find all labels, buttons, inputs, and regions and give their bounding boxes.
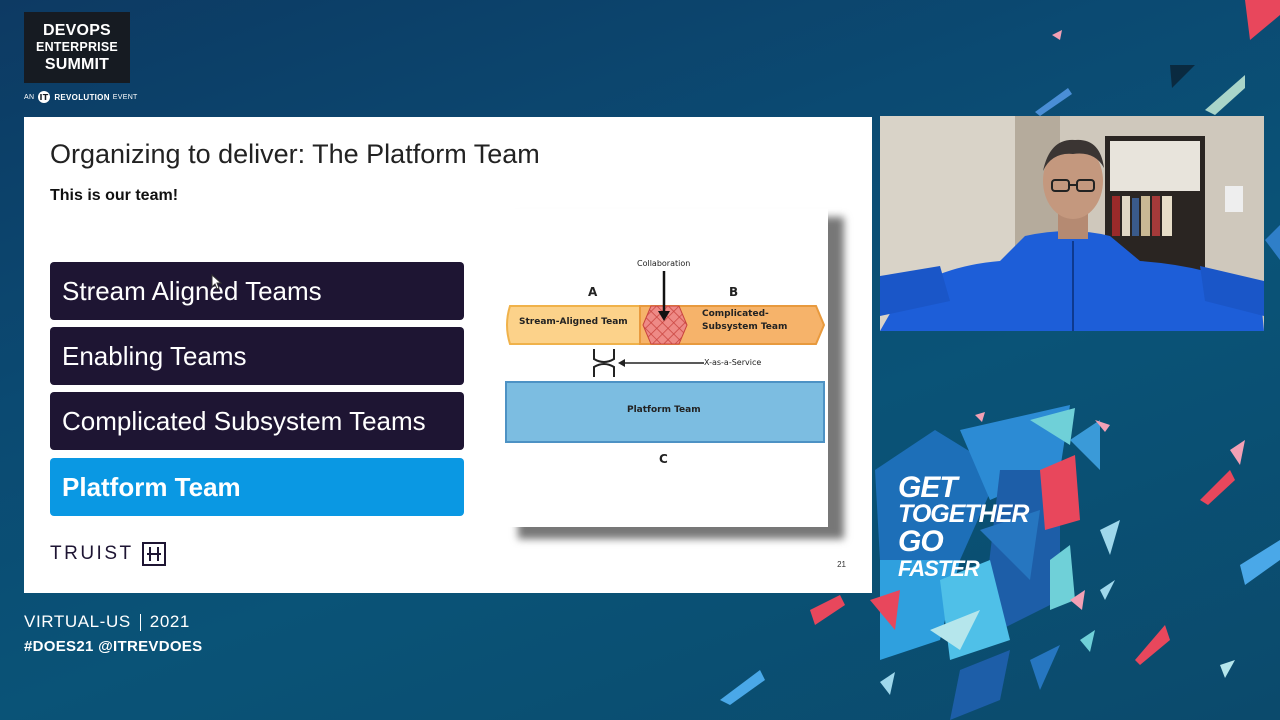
truist-logo: TRUIST (50, 542, 166, 566)
logo-line-2: ENTERPRISE (36, 40, 118, 54)
label-b: B (729, 285, 739, 299)
logo-line-3: SUMMIT (44, 56, 110, 73)
diagram-shapes (505, 271, 826, 443)
team-complicated-subsystem: Complicated Subsystem Teams (50, 392, 464, 450)
complicated-label-1: Complicated- (702, 309, 769, 319)
logo-sub-brand: REVOLUTION (54, 92, 110, 102)
tagline-line-1: GET (898, 471, 958, 504)
slide-subtitle: This is our team! (50, 187, 179, 204)
logo-sub-prefix: AN (24, 93, 35, 101)
truist-wordmark: TRUIST (50, 543, 134, 564)
team-enabling: Enabling Teams (50, 327, 464, 385)
xaas-label: X-as-a-Service (704, 358, 762, 367)
tagline-line-2: TOGETHER (898, 500, 1029, 528)
virtual-label: VIRTUAL-US (24, 612, 131, 631)
tagline: GET TOGETHER GO FASTER (898, 471, 1029, 582)
divider (139, 613, 141, 631)
team-stream-aligned: Stream Aligned Teams (50, 262, 464, 320)
event-logo: DEVOPS ENTERPRISE SUMMIT (24, 12, 130, 83)
speaker-webcam (880, 116, 1264, 331)
svg-text:IT: IT (40, 93, 49, 102)
team-topology-diagram: Collaboration A B (504, 209, 828, 527)
logo-subtitle: AN IT REVOLUTION EVENT (24, 90, 138, 104)
webcam-feed (880, 116, 1264, 331)
label-a: A (588, 285, 598, 299)
presentation-slide: Organizing to deliver: The Platform Team… (24, 117, 872, 593)
tagline-line-4: FASTER (898, 556, 980, 581)
hashtags: #DOES21 @ITREVDOES (24, 638, 203, 655)
slide-title: Organizing to deliver: The Platform Team (50, 139, 540, 169)
virtual-location: VIRTUAL-US 2021 (24, 612, 190, 632)
slide-page-number: 21 (837, 560, 846, 569)
stream-aligned-label: Stream-Aligned Team (519, 317, 628, 327)
truist-mark-icon (141, 542, 166, 566)
collaboration-label: Collaboration (637, 259, 691, 268)
year-label: 2021 (149, 612, 190, 631)
platform-label: Platform Team (627, 405, 701, 415)
mouse-cursor-icon (211, 274, 223, 290)
revolution-icon: IT (38, 91, 51, 103)
tagline-line-3: GO (898, 525, 944, 558)
complicated-label-2: Subsystem Team (702, 322, 788, 332)
label-c: C (659, 452, 668, 466)
logo-sub-suffix: EVENT (112, 93, 138, 101)
logo-line-1: DEVOPS (43, 22, 111, 39)
team-platform: Platform Team (50, 458, 464, 516)
